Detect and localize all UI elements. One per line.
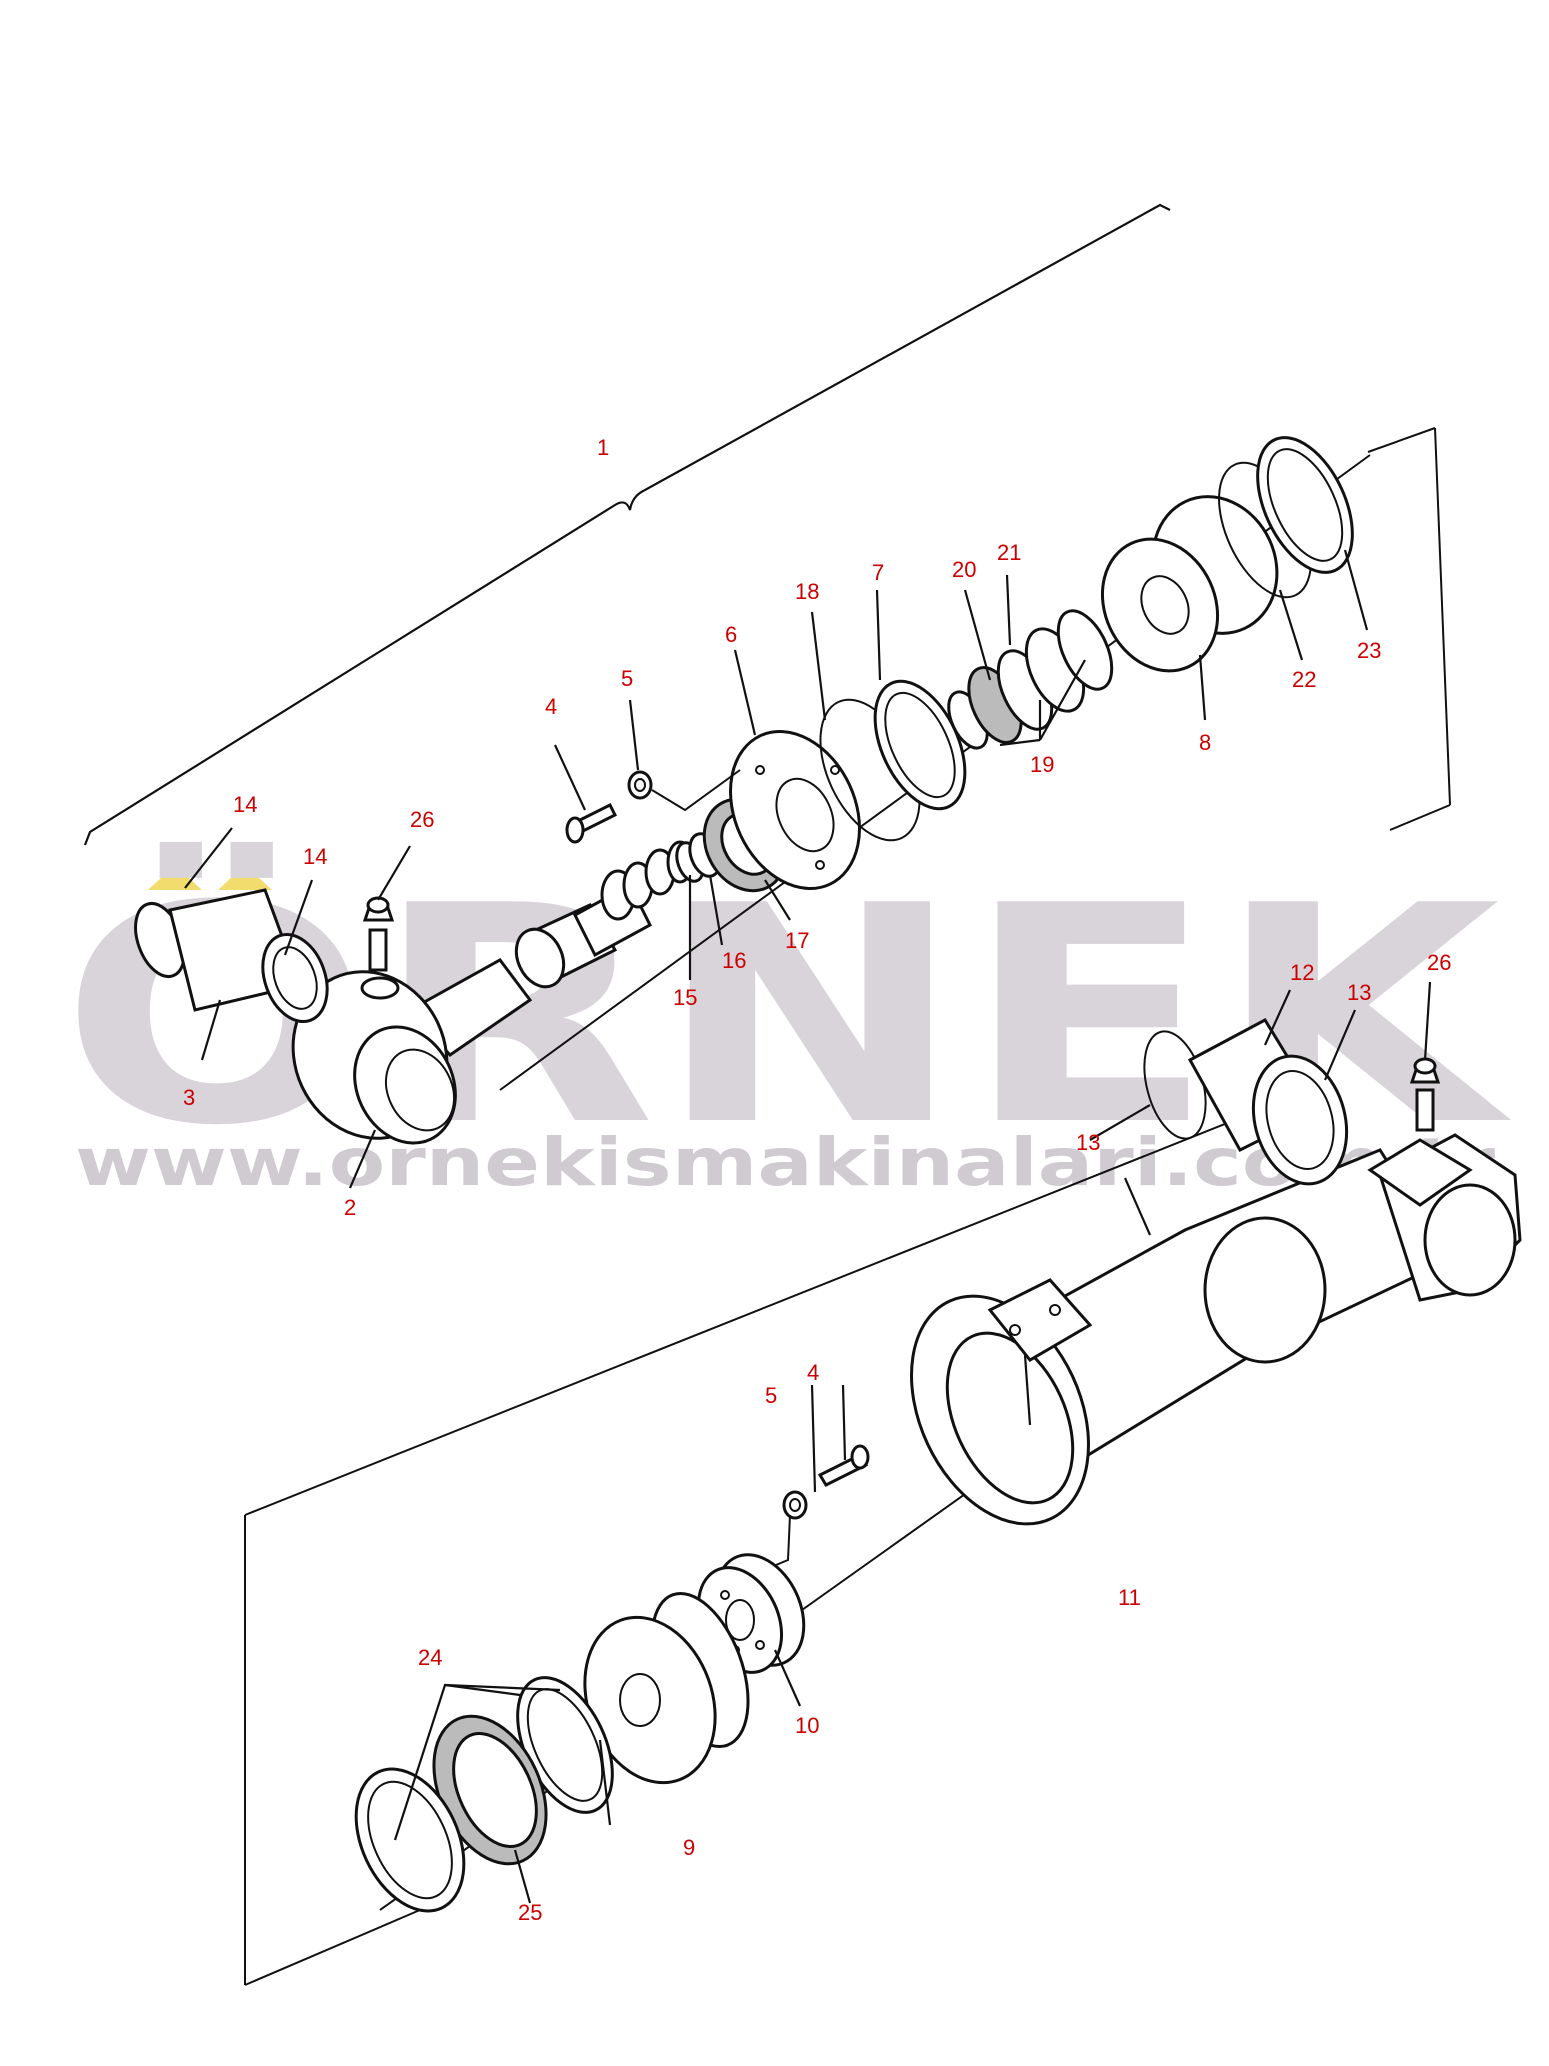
- lower-group-frame: [244, 1089, 1311, 1986]
- callout-26-upper: 26: [410, 807, 434, 832]
- leader-lines: [184, 549, 1432, 1904]
- callout-13-left: 13: [1076, 1130, 1100, 1155]
- callout-5-upper: 5: [621, 666, 633, 691]
- callout-14-right: 14: [303, 844, 327, 869]
- callout-11: 11: [1118, 1585, 1141, 1610]
- callout-10: 10: [795, 1713, 819, 1738]
- part-bolt-lower: [739, 1444, 870, 1581]
- callout-12: 12: [1290, 960, 1314, 985]
- callout-22: 22: [1292, 667, 1316, 692]
- callout-25: 25: [518, 1900, 542, 1925]
- callout-4-lower: 4: [807, 1360, 819, 1385]
- callout-2: 2: [344, 1195, 356, 1220]
- callout-9: 9: [683, 1835, 695, 1860]
- part-piston-rod: [514, 840, 694, 989]
- part-gland-head: [1100, 495, 1279, 673]
- callout-8: 8: [1199, 730, 1211, 755]
- part-piston-rings: [354, 1676, 614, 1913]
- callout-17: 17: [785, 928, 809, 953]
- callout-19: 19: [1030, 752, 1054, 777]
- part-piston: [583, 1591, 750, 1785]
- part-flange: [729, 729, 861, 891]
- callout-23: 23: [1357, 638, 1381, 663]
- callout-3: 3: [183, 1085, 195, 1110]
- part-cylinder-barrel: [910, 1133, 1522, 1526]
- upper-group-frame: [1367, 427, 1451, 831]
- part-rings-22-23: [1218, 436, 1354, 599]
- callout-1: 1: [597, 435, 609, 460]
- callout-26-lower: 26: [1427, 950, 1451, 975]
- part-bushing-lower: [1143, 1018, 1349, 1186]
- part-bolt-upper: [565, 769, 741, 844]
- assembly-brace: [83, 203, 1171, 846]
- callout-13-right: 13: [1347, 980, 1371, 1005]
- callout-labels: 1 2 3 4 4 5 5 6 7 8 9 10 11 12 13 13 14 …: [183, 435, 1451, 1925]
- part-bushing-upper: [134, 888, 329, 1024]
- part-grease-nipple-lower: [1409, 1057, 1441, 1132]
- callout-5-lower: 5: [765, 1383, 777, 1408]
- callout-6: 6: [725, 622, 737, 647]
- part-packings: [947, 609, 1114, 750]
- part-rod-eye: [291, 958, 533, 1145]
- callout-7: 7: [872, 560, 884, 585]
- watermark-accent-right: [218, 865, 272, 890]
- callout-16: 16: [722, 948, 746, 973]
- part-piston-nut: [696, 1553, 806, 1674]
- callout-20: 20: [952, 557, 976, 582]
- callout-15: 15: [673, 985, 697, 1010]
- callout-4-upper: 4: [545, 694, 557, 719]
- callout-21: 21: [997, 540, 1021, 565]
- callout-18: 18: [795, 579, 819, 604]
- callout-24: 24: [418, 1645, 442, 1670]
- callout-14-left: 14: [233, 792, 257, 817]
